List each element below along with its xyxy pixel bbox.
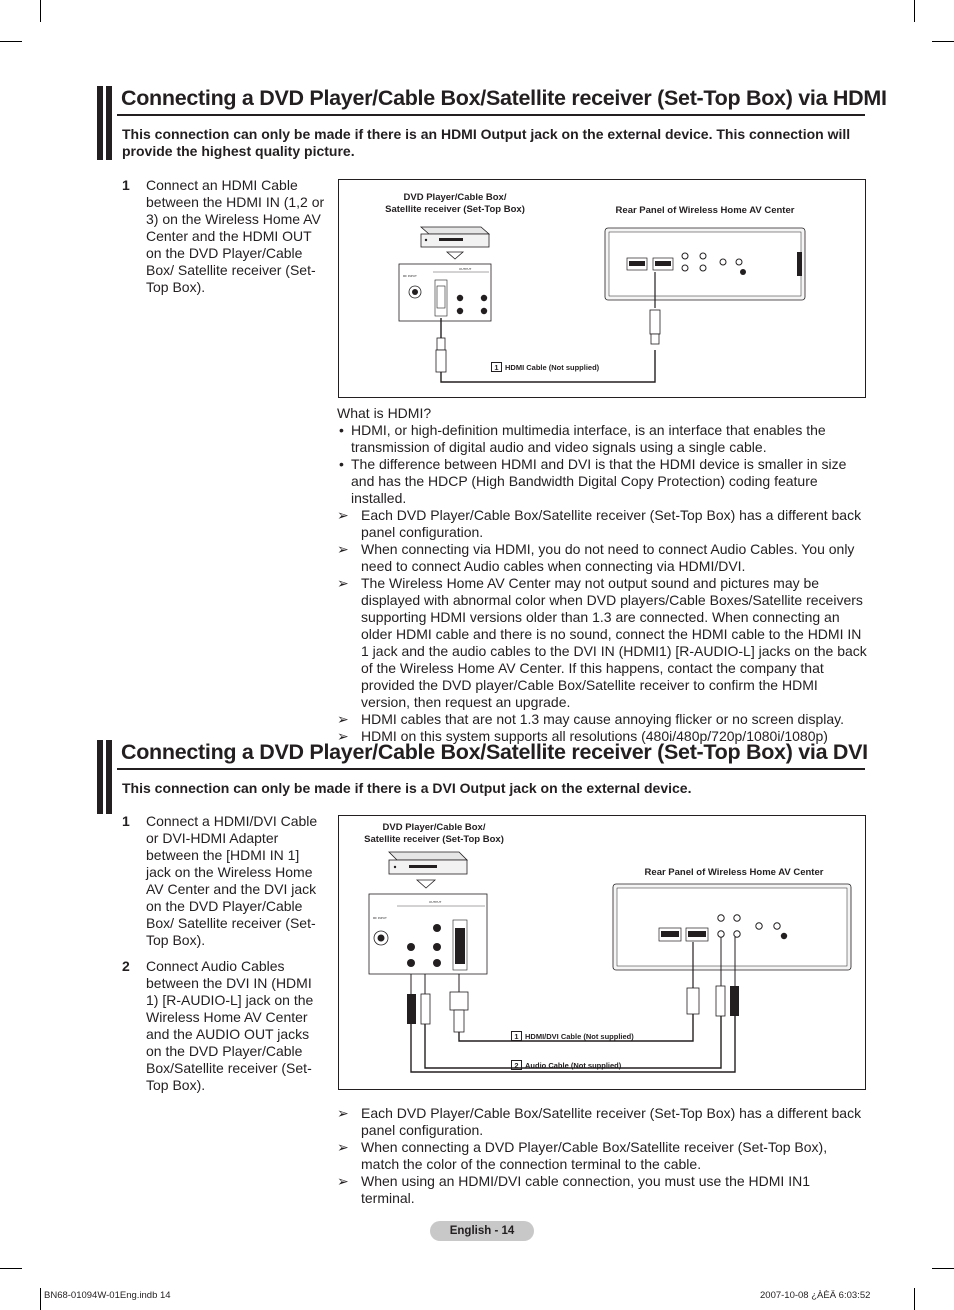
step-text: Connect an HDMI Cable between the HDMI I… bbox=[146, 177, 325, 295]
section-marker bbox=[106, 86, 112, 160]
note-item: ➢HDMI on this system supports all resolu… bbox=[337, 728, 828, 744]
note-item: ➢The Wireless Home AV Center may not out… bbox=[337, 575, 867, 710]
note-item: ➢When connecting via HDMI, you do not ne… bbox=[337, 541, 855, 574]
note-item: ➢When connecting a DVD Player/Cable Box/… bbox=[337, 1139, 828, 1172]
section-rule bbox=[117, 114, 865, 116]
note-item: ➢When using an HDMI/DVI cable connection… bbox=[337, 1173, 810, 1206]
section-marker bbox=[97, 740, 103, 814]
note-item: ➢Each DVD Player/Cable Box/Satellite rec… bbox=[337, 507, 862, 540]
file-name: BN68-01094W-01Eng.indb 14 bbox=[44, 1290, 171, 1301]
crop-mark bbox=[0, 1268, 22, 1269]
section-rule bbox=[117, 768, 865, 770]
step-text: Connect Audio Cables between the DVI IN … bbox=[146, 958, 314, 1093]
bullet-item: •The difference between HDMI and DVI is … bbox=[339, 456, 847, 506]
page-number: English - 14 bbox=[430, 1221, 534, 1241]
svg-text:RF INPUT: RF INPUT bbox=[373, 916, 387, 920]
device-label: DVD Player/Cable Box/ Satellite receiver… bbox=[364, 822, 504, 845]
device-back-panel: OUTPUT RF INPUT bbox=[398, 263, 492, 322]
svg-text:OUTPUT: OUTPUT bbox=[459, 267, 472, 271]
crop-mark bbox=[914, 0, 915, 22]
section-intro: This connection can only be made if ther… bbox=[122, 126, 851, 159]
section-marker bbox=[106, 740, 112, 814]
crop-mark bbox=[914, 1288, 915, 1310]
set-top-box-icon bbox=[419, 226, 491, 248]
section-intro: This connection can only be made if ther… bbox=[122, 780, 692, 796]
set-top-box-icon bbox=[388, 851, 468, 875]
hdmi-notes: What is HDMI? •HDMI, or high-definition … bbox=[337, 405, 867, 745]
section-title: Connecting a DVD Player/Cable Box/Satell… bbox=[121, 740, 868, 764]
crop-mark bbox=[40, 1288, 41, 1310]
hdmi-wiring-illustration: OUTPUT RF INPUT bbox=[398, 226, 806, 383]
step-number: 1 bbox=[122, 813, 130, 829]
svg-text:OUTPUT: OUTPUT bbox=[429, 900, 442, 904]
dvi-wiring-illustration: OUTPUT RF INPUT bbox=[368, 851, 852, 1073]
section-marker bbox=[97, 86, 103, 160]
crop-mark bbox=[40, 0, 41, 22]
dvi-connection-diagram: DVD Player/Cable Box/ Satellite receiver… bbox=[338, 815, 866, 1090]
notes-heading: What is HDMI? bbox=[337, 405, 432, 421]
step-number: 1 bbox=[122, 177, 130, 193]
svg-text:RF INPUT: RF INPUT bbox=[403, 274, 417, 278]
rear-panel-label: Rear Panel of Wireless Home AV Center bbox=[644, 867, 824, 878]
dvi-notes: ➢Each DVD Player/Cable Box/Satellite rec… bbox=[337, 1105, 867, 1207]
device-back-panel: OUTPUT RF INPUT bbox=[368, 893, 488, 975]
hdmi-connection-diagram: DVD Player/Cable Box/ Satellite receiver… bbox=[338, 179, 866, 398]
note-item: ➢Each DVD Player/Cable Box/Satellite rec… bbox=[337, 1105, 862, 1138]
crop-mark bbox=[0, 41, 22, 42]
device-label: DVD Player/Cable Box/ Satellite receiver… bbox=[385, 192, 525, 215]
bullet-item: •HDMI, or high-definition multimedia int… bbox=[339, 422, 826, 455]
step-number: 2 bbox=[122, 958, 130, 974]
av-center-rear-panel bbox=[612, 883, 852, 971]
section-title: Connecting a DVD Player/Cable Box/Satell… bbox=[121, 86, 887, 110]
crop-mark bbox=[932, 41, 954, 42]
crop-mark bbox=[932, 1268, 954, 1269]
rear-panel-label: Rear Panel of Wireless Home AV Center bbox=[615, 205, 795, 216]
step-text: Connect a HDMI/DVI Cable or DVI-HDMI Ada… bbox=[146, 813, 318, 948]
av-center-rear-panel bbox=[604, 227, 806, 301]
note-item: ➢HDMI cables that are not 1.3 may cause … bbox=[337, 711, 844, 727]
print-timestamp: 2007-10-08 ¿ÀÈÄ 6:03:52 bbox=[760, 1290, 871, 1301]
